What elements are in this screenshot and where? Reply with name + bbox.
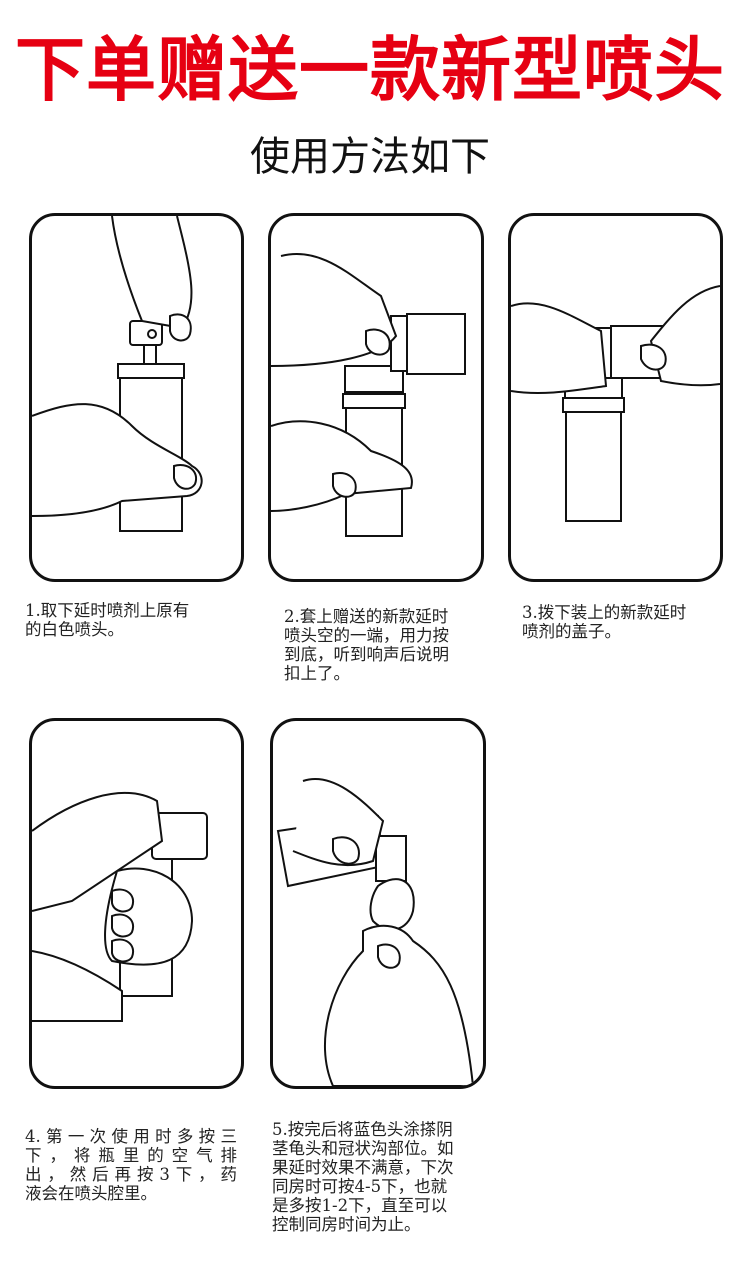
step-5-caption: 5.按完后将蓝色头涂搽阴 茎龟头和冠状沟部位。如 果延时效果不满意，下次 同房时… xyxy=(272,1120,454,1234)
step-4-illustration xyxy=(29,718,244,1089)
step-1-illustration xyxy=(29,213,244,582)
promo-title: 下单赠送一款新型喷头 xyxy=(15,29,725,111)
step-3-illustration xyxy=(508,213,723,582)
step-3-caption: 3.拨下装上的新款延时 喷剂的盖子。 xyxy=(522,603,687,641)
step-2-illustration xyxy=(268,213,484,582)
instructions-heading: 使用方法如下 xyxy=(250,134,490,180)
step-4-caption: 4.第一次使用时多按三 下，将瓶里的空气排 出，然后再按3下，药 液会在喷头腔里… xyxy=(25,1127,237,1203)
step-2-caption: 2.套上赠送的新款延时 喷头空的一端，用力按 到底，听到响声后说明 扣上了。 xyxy=(284,607,449,683)
step-5-illustration xyxy=(270,718,486,1089)
step-1-caption: 1.取下延时喷剂上原有 的白色喷头。 xyxy=(25,601,190,639)
